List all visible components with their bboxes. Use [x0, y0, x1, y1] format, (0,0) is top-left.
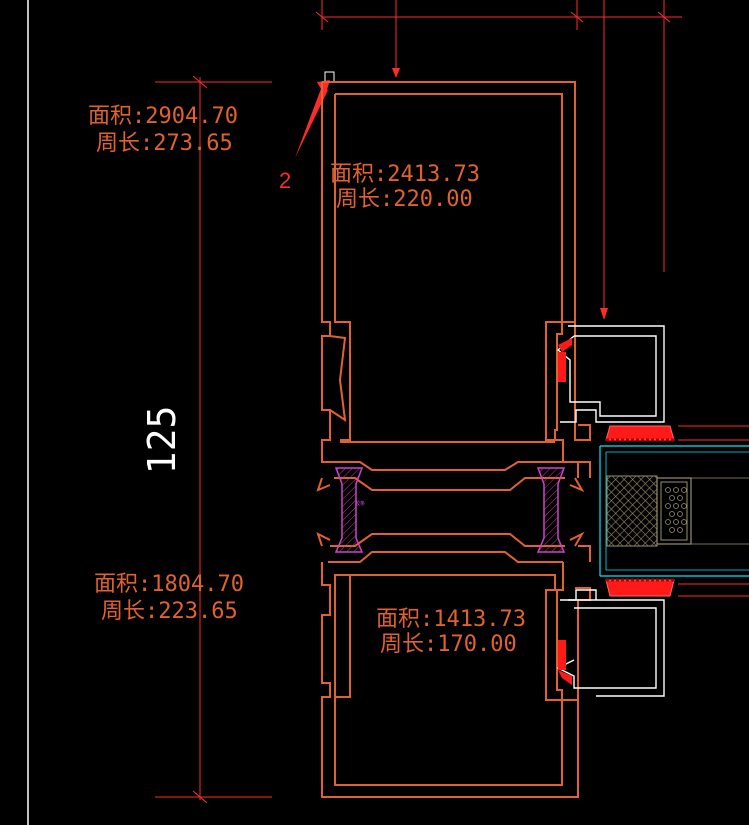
- thermal-break-right: [536, 467, 566, 553]
- outer-lower-perimeter: 周长:223.65: [101, 599, 238, 624]
- dimension-arrow-right: [600, 308, 608, 320]
- dimension-lines: [155, 0, 682, 804]
- dimension-value-125: 125: [140, 406, 184, 475]
- callout-leader: [295, 71, 335, 158]
- inner-upper-perimeter: 周长:220.00: [336, 187, 473, 212]
- outer-upper-area: 面积:2904.70: [88, 104, 238, 129]
- glazing-seal-top: [605, 425, 749, 442]
- tiny-label: 胶条: [355, 500, 365, 507]
- outer-upper-perimeter: 周长:273.65: [96, 131, 233, 156]
- sash-seal-upper: [558, 338, 572, 382]
- thermal-break-left: [334, 467, 364, 553]
- dimension-arrow-top: [392, 68, 400, 78]
- inner-lower-area: 面积:1413.73: [376, 607, 526, 632]
- outer-lower-area: 面积:1804.70: [94, 572, 244, 597]
- inner-upper-area: 面积:2413.73: [330, 162, 480, 187]
- callout-number: 2: [279, 168, 291, 193]
- glass-unit: [599, 445, 749, 577]
- inner-lower-perimeter: 周长:170.00: [380, 632, 517, 657]
- glazing-seal-bottom: [605, 578, 749, 597]
- sash-seal-lower: [558, 640, 572, 685]
